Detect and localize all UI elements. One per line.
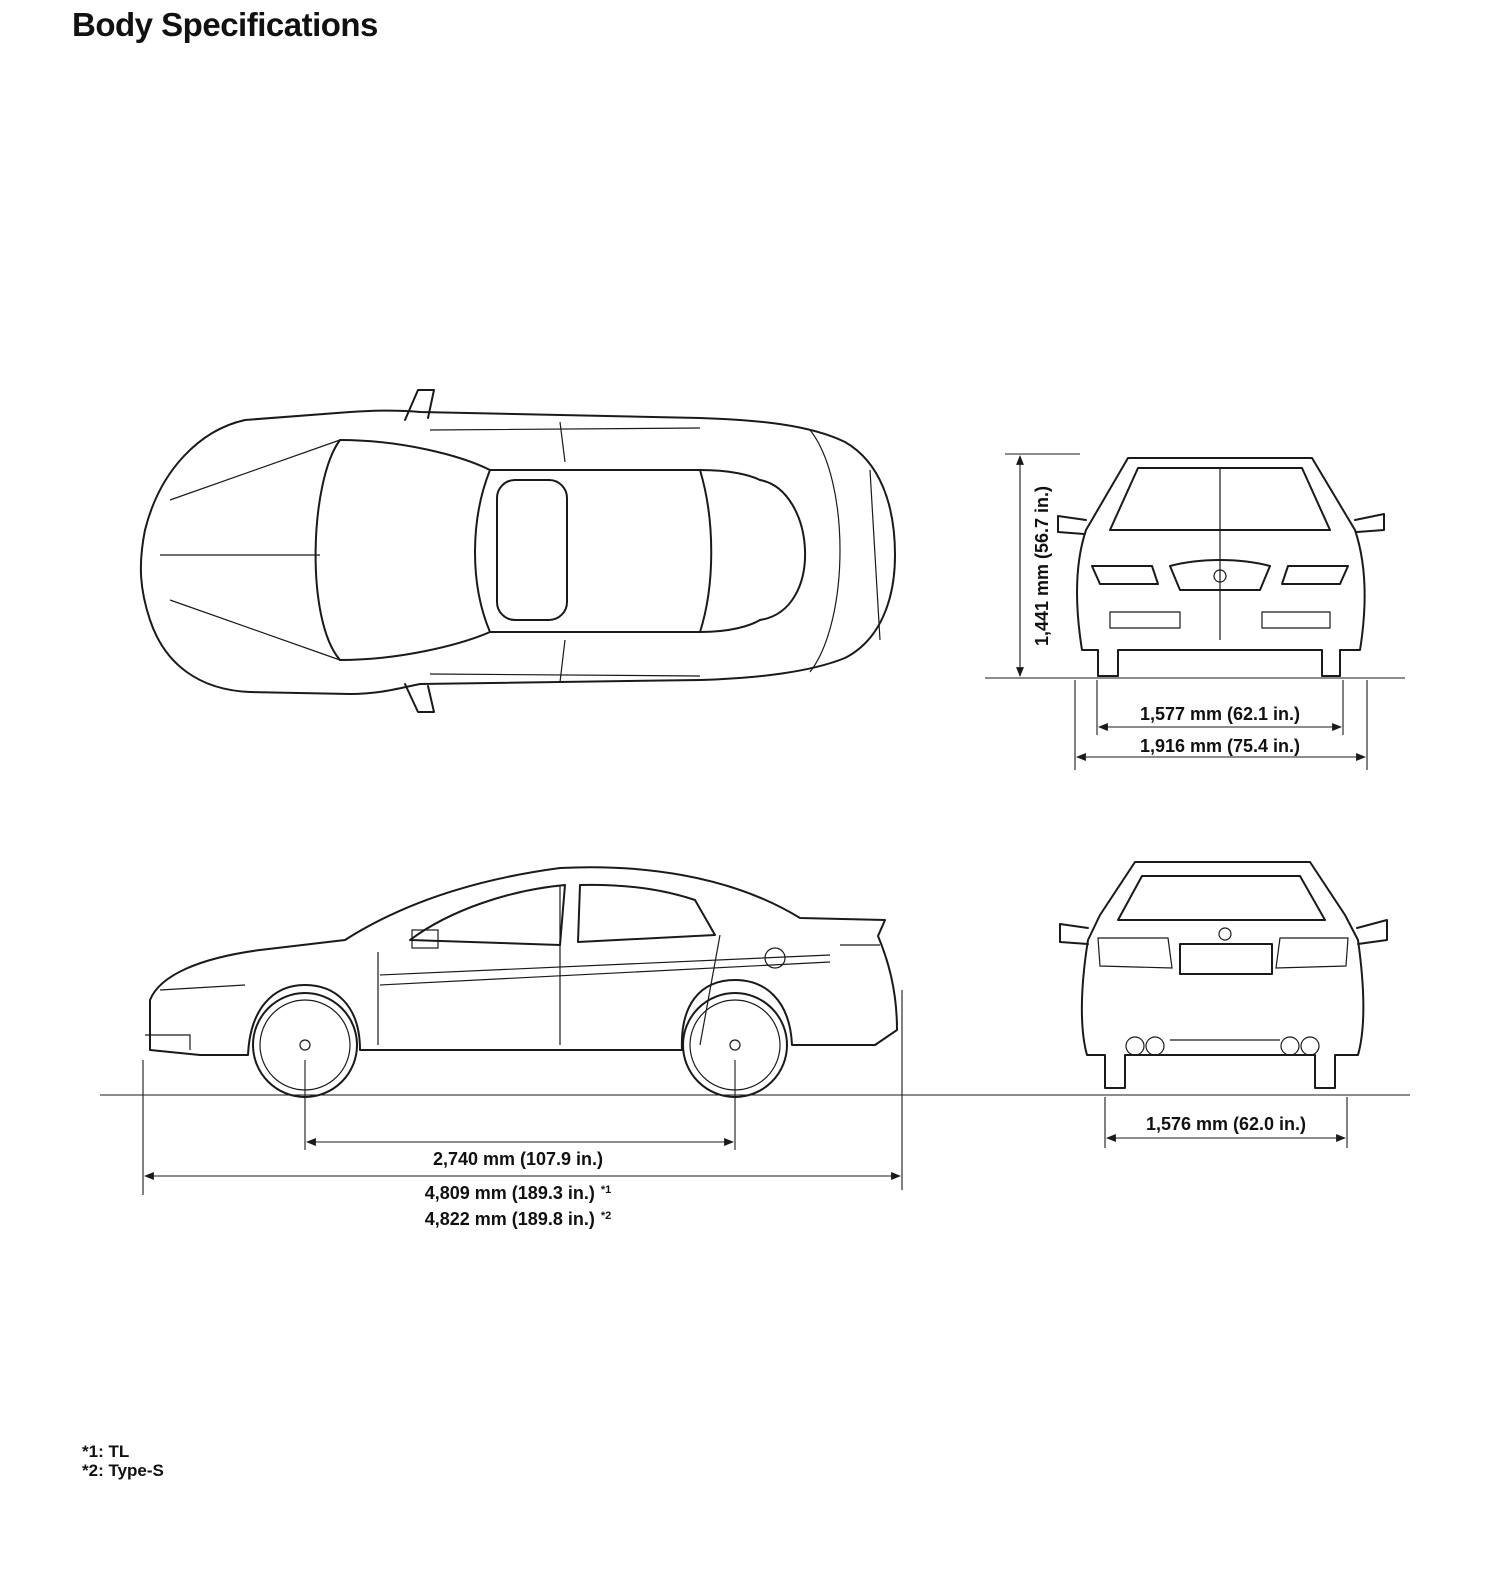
front-tread-label: 1,577 mm (62.1 in.) bbox=[1140, 704, 1300, 724]
front-view-car bbox=[1057, 457, 1385, 677]
footnotes: *1: TL *2: Type-S bbox=[82, 1442, 164, 1480]
wheelbase-label: 2,740 mm (107.9 in.) bbox=[433, 1149, 603, 1169]
side-view-dimensions: 2,740 mm (107.9 in.) 4,809 mm (189.3 in.… bbox=[100, 990, 1410, 1229]
overall-width-label: 1,916 mm (75.4 in.) bbox=[1140, 736, 1300, 756]
page-title: Body Specifications bbox=[72, 6, 378, 43]
length-type-s-label: 4,822 mm (189.8 in.)*2 bbox=[425, 1209, 612, 1229]
footnote-type-s: *2: Type-S bbox=[82, 1461, 164, 1480]
rear-view-car bbox=[1059, 861, 1388, 1089]
top-view-car bbox=[139, 389, 896, 713]
length-tl-label: 4,809 mm (189.3 in.)*1 bbox=[425, 1183, 612, 1203]
side-view-car bbox=[145, 866, 898, 1098]
footnote-tl: *1: TL bbox=[82, 1442, 130, 1461]
rear-view-dimensions: 1,576 mm (62.0 in.) bbox=[1104, 1097, 1348, 1148]
height-label: 1,441 mm (56.7 in.) bbox=[1032, 486, 1052, 646]
rear-tread-label: 1,576 mm (62.0 in.) bbox=[1146, 1114, 1306, 1134]
front-view-dimensions: 1,441 mm (56.7 in.) 1,577 mm (62.1 in.) … bbox=[985, 453, 1405, 770]
